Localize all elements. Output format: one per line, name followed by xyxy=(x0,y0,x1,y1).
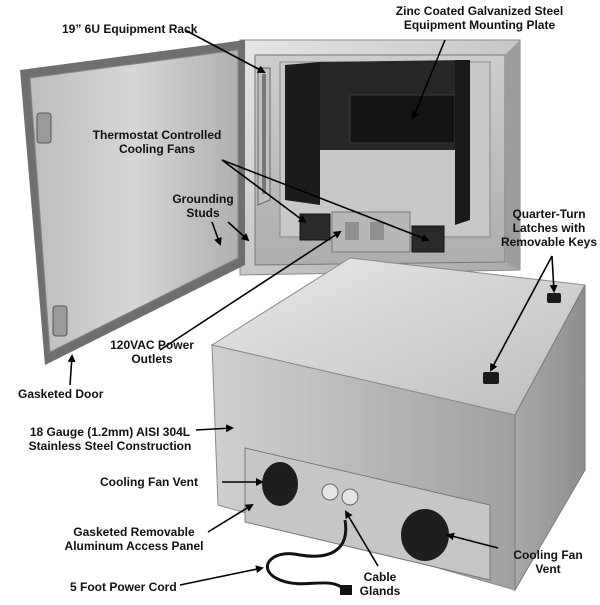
label-rack: 19” 6U Equipment Rack xyxy=(62,22,198,36)
arrow-cord xyxy=(179,565,264,586)
arrow-rack xyxy=(184,29,266,73)
arrow-panel xyxy=(207,503,254,533)
arrow-latch-1 xyxy=(549,255,558,293)
label-power-cord: 5 Foot Power Cord xyxy=(70,580,177,594)
cable-glands xyxy=(321,483,359,506)
gasketed-door xyxy=(20,40,245,365)
cooling-fan-vents xyxy=(262,462,449,561)
arrow-glands xyxy=(344,510,379,567)
power-cord xyxy=(266,519,352,595)
leader-arrows xyxy=(67,29,558,586)
arrow-fan-left xyxy=(221,159,307,224)
arrow-fan-right xyxy=(221,159,430,242)
equipment-rack xyxy=(257,60,470,225)
arrow-stud-2 xyxy=(227,221,250,242)
arrow-outlets xyxy=(159,230,342,351)
arrow-construction xyxy=(195,424,234,433)
arrow-stud-1 xyxy=(211,221,222,246)
label-door: Gasketed Door xyxy=(18,387,104,401)
arrow-vent-right xyxy=(446,532,499,549)
label-vent-left: Cooling Fan Vent xyxy=(100,475,198,489)
arrow-door xyxy=(67,354,76,386)
arrow-latch-2 xyxy=(490,255,553,372)
quarter-turn-latches xyxy=(483,293,561,384)
arrow-plate xyxy=(411,39,446,120)
